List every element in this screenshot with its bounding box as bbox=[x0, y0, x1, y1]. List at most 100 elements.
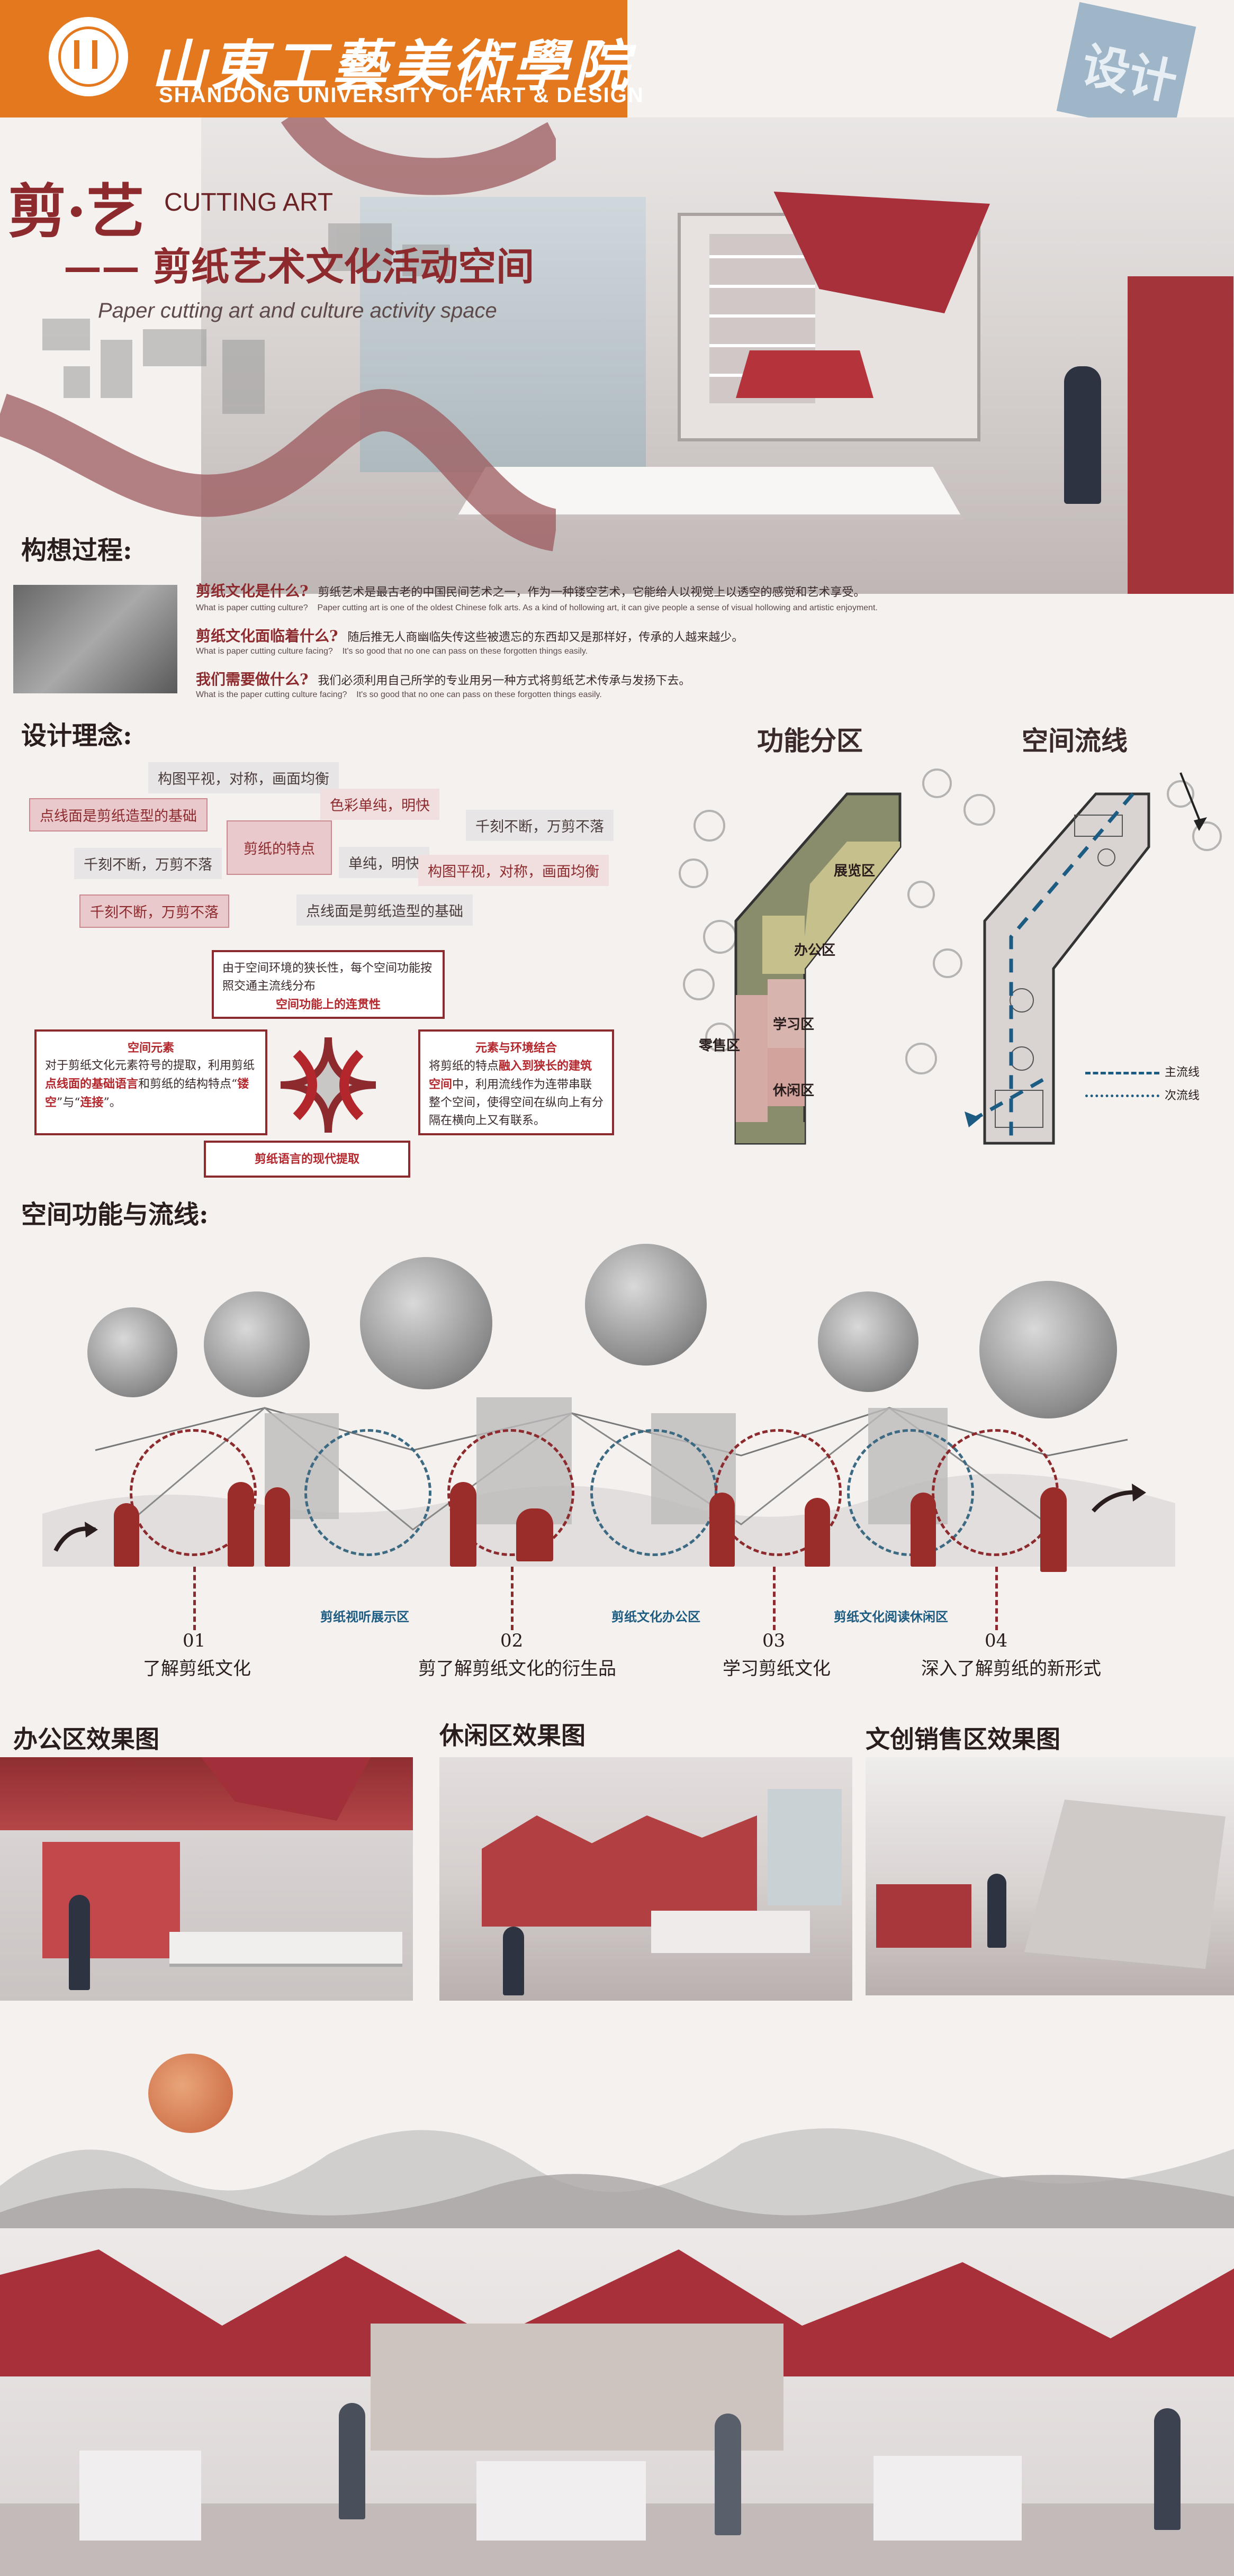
zoning-plan-title: 功能分区 bbox=[757, 725, 863, 756]
visitor-figure bbox=[265, 1487, 290, 1567]
legend-secondary-flow: 次流线 bbox=[1165, 1089, 1200, 1102]
step-connector bbox=[995, 1567, 998, 1630]
concept-tag: 点线面是剪纸造型的基础 bbox=[296, 894, 473, 926]
step-connector bbox=[193, 1567, 196, 1630]
concept-item-en: What is paper cutting culture? Paper cut… bbox=[196, 603, 878, 613]
concept-question: 剪纸文化是什么? bbox=[196, 582, 309, 600]
concept-tag: 千刻不断，万剪不落 bbox=[466, 810, 614, 841]
step-label: 了解剪纸文化 bbox=[143, 1658, 251, 1679]
design-seal-stamp: 设计 bbox=[1056, 2, 1196, 136]
concept-tag: 单纯，明快 bbox=[339, 847, 429, 878]
concept-photo bbox=[13, 585, 177, 693]
concept-question-en: What is the paper cutting culture facing… bbox=[196, 690, 347, 699]
visitor-figure bbox=[450, 1482, 476, 1567]
concept-answer: 剪纸艺术是最古老的中国民间艺术之一，作为一种镂空艺术，它能给人以视觉上以透空的感… bbox=[318, 586, 866, 599]
flow-photo-2 bbox=[204, 1291, 310, 1397]
page-title-en: CUTTING ART bbox=[164, 188, 334, 216]
box-text: 将剪纸的特点 bbox=[429, 1060, 499, 1073]
flow-photo-5 bbox=[818, 1291, 918, 1392]
paper-cut-symbol-icon bbox=[280, 1037, 376, 1133]
page-title-cn: 剪·艺 bbox=[8, 177, 145, 246]
step-number: 03 bbox=[762, 1630, 786, 1651]
concept-answer-en: It's so good that no one can pass on the… bbox=[356, 690, 602, 699]
concept-item-en: What is paper cutting culture facing? It… bbox=[196, 647, 588, 656]
site-map-background bbox=[0, 117, 556, 552]
zone-label-exhibition: 展览区 bbox=[834, 863, 876, 879]
school-emblem-icon bbox=[49, 17, 128, 96]
visitor-figure bbox=[709, 1493, 735, 1567]
box-highlight: 连接 bbox=[80, 1096, 104, 1110]
office-render-title: 办公区效果图 bbox=[13, 1725, 159, 1754]
flow-plan-title: 空间流线 bbox=[1022, 725, 1128, 756]
concept-question: 我们需要做什么? bbox=[196, 671, 309, 688]
concept-question-en: What is paper cutting culture facing? bbox=[196, 647, 333, 656]
page-subtitle-cn: —— 剪纸艺术文化活动空间 bbox=[64, 244, 535, 289]
concept-answer: 我们必须利用自己所学的专业用另一种方式将剪纸艺术传承与发扬下去。 bbox=[318, 674, 691, 688]
leisure-render-title: 休闲区效果图 bbox=[439, 1721, 586, 1750]
corridor-panorama-render bbox=[0, 2228, 1234, 2576]
main-flow-legend-line bbox=[1085, 1072, 1159, 1074]
box-title: 空间元素 bbox=[127, 1041, 174, 1055]
concept-tag-core: 剪纸的特点 bbox=[227, 820, 332, 875]
concept-tag: 构图平视，对称，画面均衡 bbox=[418, 855, 609, 886]
concept-tag: 构图平视，对称，画面均衡 bbox=[148, 762, 339, 793]
hero-interior-render bbox=[201, 117, 1234, 594]
exit-arrow-icon bbox=[1091, 1484, 1146, 1513]
concept-item: 我们需要做什么? 我们必须利用自己所学的专业用另一种方式将剪纸艺术传承与发扬下去。 bbox=[196, 668, 690, 689]
flow-photo-1 bbox=[87, 1307, 177, 1397]
retail-render-title: 文创销售区效果图 bbox=[866, 1725, 1060, 1754]
hero-person bbox=[1064, 366, 1101, 504]
box-highlight: 融入到狭长的建筑空间 bbox=[429, 1059, 592, 1092]
step-label: 学习剪纸文化 bbox=[723, 1658, 831, 1679]
visitor-figure bbox=[228, 1482, 254, 1567]
flow-ring-3 bbox=[447, 1429, 574, 1556]
box-title: 剪纸语言的现代提取 bbox=[254, 1152, 359, 1166]
leisure-render bbox=[439, 1757, 852, 2001]
flow-zone-label: 剪纸视听展示区 bbox=[320, 1609, 409, 1624]
box-highlight: 空间功能上的连贯性 bbox=[275, 998, 381, 1012]
box-text: ”。 bbox=[103, 1096, 121, 1110]
ink-mountains bbox=[0, 2128, 1234, 2239]
flow-photo-3 bbox=[360, 1257, 492, 1389]
flow-section-title: 空间功能与流线: bbox=[21, 1200, 209, 1230]
flow-ring-2 bbox=[304, 1429, 431, 1556]
concept-question: 剪纸文化面临着什么? bbox=[196, 627, 338, 645]
space-element-box: 空间元素 对于剪纸文化元素符号的提取，利用剪纸点线面的基础语言和剪纸的结构特点“… bbox=[34, 1029, 267, 1135]
secondary-flow-legend-line bbox=[1085, 1095, 1159, 1097]
floor-plans bbox=[679, 769, 1222, 1145]
box-highlight: 镂空 bbox=[45, 1077, 249, 1110]
flow-zone-label: 剪纸文化阅读休闲区 bbox=[834, 1609, 948, 1624]
box-text: 和剪纸的结构特点“ bbox=[138, 1078, 238, 1091]
step-label: 深入了解剪纸的新形式 bbox=[921, 1658, 1101, 1679]
spatial-continuity-box: 由于空间环境的狭长性，每个空间功能按照交通主流线分布 空间功能上的连贯性 bbox=[212, 950, 445, 1019]
concept-tag: 色彩单纯，明快 bbox=[320, 789, 439, 820]
concept-tag: 千刻不断，万剪不落 bbox=[79, 894, 229, 928]
step-label: 剪了解剪纸文化的衍生品 bbox=[418, 1658, 616, 1679]
concept-item: 剪纸文化面临着什么?随后推无人商幽临失传这些被遗忘的东西却又是那样好，传承的人越… bbox=[196, 625, 743, 646]
element-environment-box: 元素与环境结合 将剪纸的特点融入到狭长的建筑空间中，利用流线作为连带串联整个空间… bbox=[418, 1029, 614, 1135]
visitor-figure bbox=[516, 1508, 553, 1561]
step-number: 01 bbox=[183, 1630, 206, 1651]
flow-zone-label: 剪纸文化办公区 bbox=[611, 1609, 700, 1624]
flow-ring-1 bbox=[130, 1429, 257, 1556]
retail-render bbox=[866, 1757, 1234, 1995]
concept-tag: 点线面是剪纸造型的基础 bbox=[29, 798, 208, 831]
visitor-figure bbox=[114, 1503, 139, 1567]
modern-extraction-box: 剪纸语言的现代提取 bbox=[204, 1141, 410, 1178]
flow-ring-7 bbox=[932, 1429, 1059, 1556]
visitor-figure bbox=[911, 1493, 936, 1567]
box-text: ”与“ bbox=[57, 1096, 80, 1110]
step-number: 04 bbox=[985, 1630, 1008, 1651]
school-name-cn: 山東工藝美術學院 bbox=[151, 33, 634, 98]
school-name-en: SHANDONG UNIVERSITY OF ART & DESIGN bbox=[159, 84, 644, 107]
box-text: 由于空间环境的狭长性，每个空间功能按照交通主流线分布 bbox=[222, 962, 433, 993]
concept-item-en: What is the paper cutting culture facing… bbox=[196, 690, 602, 700]
concept-tag: 千刻不断，万剪不落 bbox=[74, 848, 222, 879]
box-text: 中，利用流线作为连带串联整个空间，使得空间在纵向上有分隔在横向上又有联系。 bbox=[429, 1078, 604, 1128]
legend-main-flow: 主流线 bbox=[1165, 1066, 1200, 1079]
hero-red-wall bbox=[1128, 276, 1233, 594]
flow-ring-4 bbox=[590, 1429, 717, 1556]
zone-label-office: 办公区 bbox=[794, 943, 836, 959]
paper-cut-sun-icon bbox=[148, 2054, 233, 2133]
concept-item: 剪纸文化是什么? 剪纸艺术是最古老的中国民间艺术之一，作为一种镂空艺术，它能给人以… bbox=[196, 580, 865, 601]
